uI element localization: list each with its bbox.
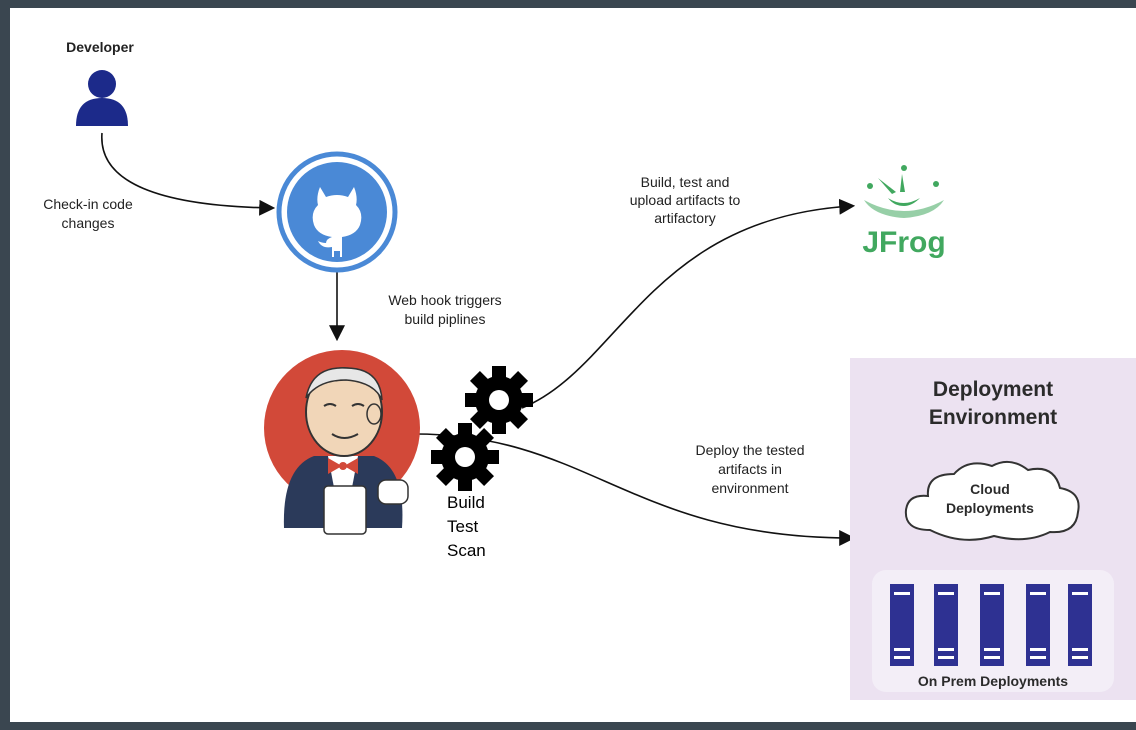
server-icon bbox=[934, 584, 958, 666]
jenkins-icon bbox=[264, 350, 420, 535]
cloud-label: Cloud Deployments bbox=[910, 480, 1070, 518]
webhook-line-1: Web hook triggers bbox=[388, 292, 502, 308]
cloud-line-2: Deployments bbox=[946, 500, 1034, 516]
jfrog-logo-text: JFrog bbox=[862, 226, 945, 259]
deploy-line-3: environment bbox=[711, 480, 789, 496]
server-icon bbox=[980, 584, 1004, 666]
checkin-label: Check-in code changes bbox=[28, 195, 148, 233]
environment-title: Deployment Environment bbox=[850, 376, 1136, 432]
environment-title-line-2: Environment bbox=[928, 406, 1058, 429]
build-upload-line-1: Build, test and bbox=[640, 174, 730, 190]
deploy-label: Deploy the tested artifacts in environme… bbox=[670, 441, 830, 498]
build-upload-label: Build, test and upload artifacts to arti… bbox=[610, 173, 760, 227]
webhook-line-2: build piplines bbox=[404, 311, 486, 327]
step-scan: Scan bbox=[447, 541, 486, 560]
step-test: Test bbox=[447, 517, 479, 536]
deploy-line-2: artifacts in bbox=[718, 461, 782, 477]
environment-title-line-1: Deployment bbox=[932, 378, 1054, 401]
checkin-line-2: changes bbox=[61, 215, 115, 231]
jfrog-logo: JFrog bbox=[862, 165, 946, 259]
server-rack-icons bbox=[890, 584, 1092, 666]
github-icon bbox=[276, 151, 398, 273]
developer-icon bbox=[76, 70, 128, 126]
webhook-label: Web hook triggers build piplines bbox=[360, 291, 530, 329]
pipeline-steps: Build Test Scan bbox=[447, 491, 517, 563]
diagram-canvas: Developer Check-in code changes Web hook… bbox=[10, 8, 1136, 722]
arrow-developer-to-github bbox=[101, 132, 276, 216]
cloud-icon bbox=[904, 460, 1080, 541]
build-upload-line-2: upload artifacts to bbox=[629, 192, 741, 208]
arrow-jenkins-to-jfrog bbox=[521, 198, 856, 409]
gear-icon bbox=[431, 423, 499, 491]
gear-icon bbox=[465, 366, 533, 434]
deploy-line-1: Deploy the tested bbox=[695, 442, 805, 458]
checkin-line-1: Check-in code bbox=[43, 196, 133, 212]
cloud-line-1: Cloud bbox=[970, 481, 1010, 497]
developer-label: Developer bbox=[66, 39, 134, 55]
server-icon bbox=[1068, 584, 1092, 666]
server-icon bbox=[890, 584, 914, 666]
server-icon bbox=[1026, 584, 1050, 666]
build-upload-line-3: artifactory bbox=[654, 210, 716, 226]
on-prem-label: On Prem Deployments bbox=[917, 673, 1069, 689]
step-build: Build bbox=[447, 493, 485, 512]
